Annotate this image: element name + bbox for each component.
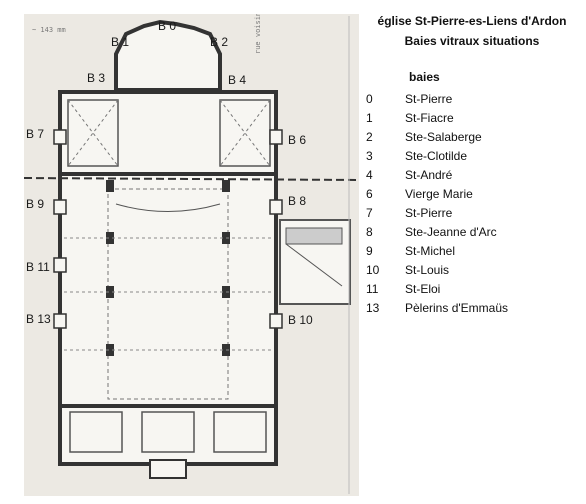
legend-number: 1 (366, 111, 373, 125)
north-chapel-vault (67, 99, 119, 167)
legend-window-name: Vierge Marie (405, 187, 473, 201)
bay-label-b10: B 10 (288, 313, 313, 327)
legend-window-name: St-Michel (405, 244, 456, 258)
north-chapel (67, 99, 119, 167)
legend-window-name: Pèlerins d'Emmaüs (405, 301, 508, 315)
legend-row: 9 St-Michel (360, 244, 584, 263)
bay-label-b7: B 7 (26, 127, 45, 141)
bay-label-b0: B 0 (158, 19, 177, 33)
nave-outline (58, 172, 278, 408)
entrance-steps (149, 459, 187, 479)
legend-panel: église St-Pierre-es-Liens d'Ardon Baies … (360, 12, 584, 332)
legend-window-name: St-Pierre (405, 206, 453, 220)
legend-number: 0 (366, 92, 373, 106)
scan-note: ~ 143 mm (32, 26, 66, 34)
legend-row: 13 Pèlerins d'Emmaüs (360, 301, 584, 320)
bay-label-b8: B 8 (288, 194, 307, 208)
scan-cut-line (24, 177, 359, 181)
legend-row: 11 St-Eloi (360, 282, 584, 301)
wall-windows (53, 129, 283, 329)
bay-label-b9: B 9 (26, 197, 45, 211)
legend-row: 2 Ste-Salaberge (360, 130, 584, 149)
legend-window-name: St-Fiacre (405, 111, 454, 125)
legend-window-name: Ste-Jeanne d'Arc (405, 225, 497, 239)
bay-label-b1: B 1 (111, 35, 130, 49)
legend-row: 3 Ste-Clotilde (360, 149, 584, 168)
bay-label-b13: B 13 (26, 312, 51, 326)
legend-heading: baies (409, 70, 440, 84)
legend-window-name: Ste-Clotilde (405, 149, 468, 163)
legend-row: 6 Vierge Marie (360, 187, 584, 206)
legend-window-name: Ste-Salaberge (405, 130, 482, 144)
north-chapel-vault (67, 99, 119, 167)
legend-row: 4 St-André (360, 168, 584, 187)
choir-step (115, 203, 221, 212)
south-chapel-vault (219, 99, 271, 167)
legend-window-name: St-Pierre (405, 92, 453, 106)
legend-number: 4 (366, 168, 373, 182)
legend-number: 6 (366, 187, 373, 201)
bay-label-b4: B 4 (228, 73, 247, 87)
entrance-block (58, 404, 278, 466)
south-chapel-vault (219, 99, 271, 167)
legend-row: 10 St-Louis (360, 263, 584, 282)
entrance-porch (141, 411, 195, 453)
legend-row: 1 St-Fiacre (360, 111, 584, 130)
legend-number: 9 (366, 244, 373, 258)
annex-stair (285, 227, 343, 245)
bay-label-b2: B 2 (210, 35, 229, 49)
side-note: rue voisine (254, 14, 262, 54)
bay-label-b6: B 6 (288, 133, 307, 147)
legend-title-line-1: église St-Pierre-es-Liens d'Ardon (377, 14, 567, 28)
choir-block (58, 90, 278, 176)
legend-window-name: St-Louis (405, 263, 450, 277)
legend-number: 13 (366, 301, 380, 315)
bay-label-b11: B 11 (26, 260, 50, 274)
legend-number: 11 (366, 282, 379, 296)
entrance-bay-right (213, 411, 267, 453)
bay-label-b3: B 3 (87, 71, 106, 85)
floor-plan-scan: ~ 143 mm rue voisine B 0 B 1 B 2 B 3 B 4… (24, 14, 359, 496)
legend-window-name: St-Eloi (405, 282, 441, 296)
floor-plan-drawing (24, 16, 359, 494)
legend-number: 10 (366, 263, 380, 277)
entrance-bay-left (69, 411, 123, 453)
legend-number: 2 (366, 130, 373, 144)
legend-number: 8 (366, 225, 373, 239)
legend-number: 3 (366, 149, 373, 163)
legend-window-name: St-André (405, 168, 453, 182)
legend-row: 8 Ste-Jeanne d'Arc (360, 225, 584, 244)
legend-row: 7 St-Pierre (360, 206, 584, 225)
legend-row: 0 St-Pierre (360, 92, 584, 111)
annex-diagonal (285, 243, 343, 287)
legend-number: 7 (366, 206, 373, 220)
bay-dividers (64, 237, 272, 351)
legend-title-line-2: Baies vitraux situations (404, 34, 540, 48)
